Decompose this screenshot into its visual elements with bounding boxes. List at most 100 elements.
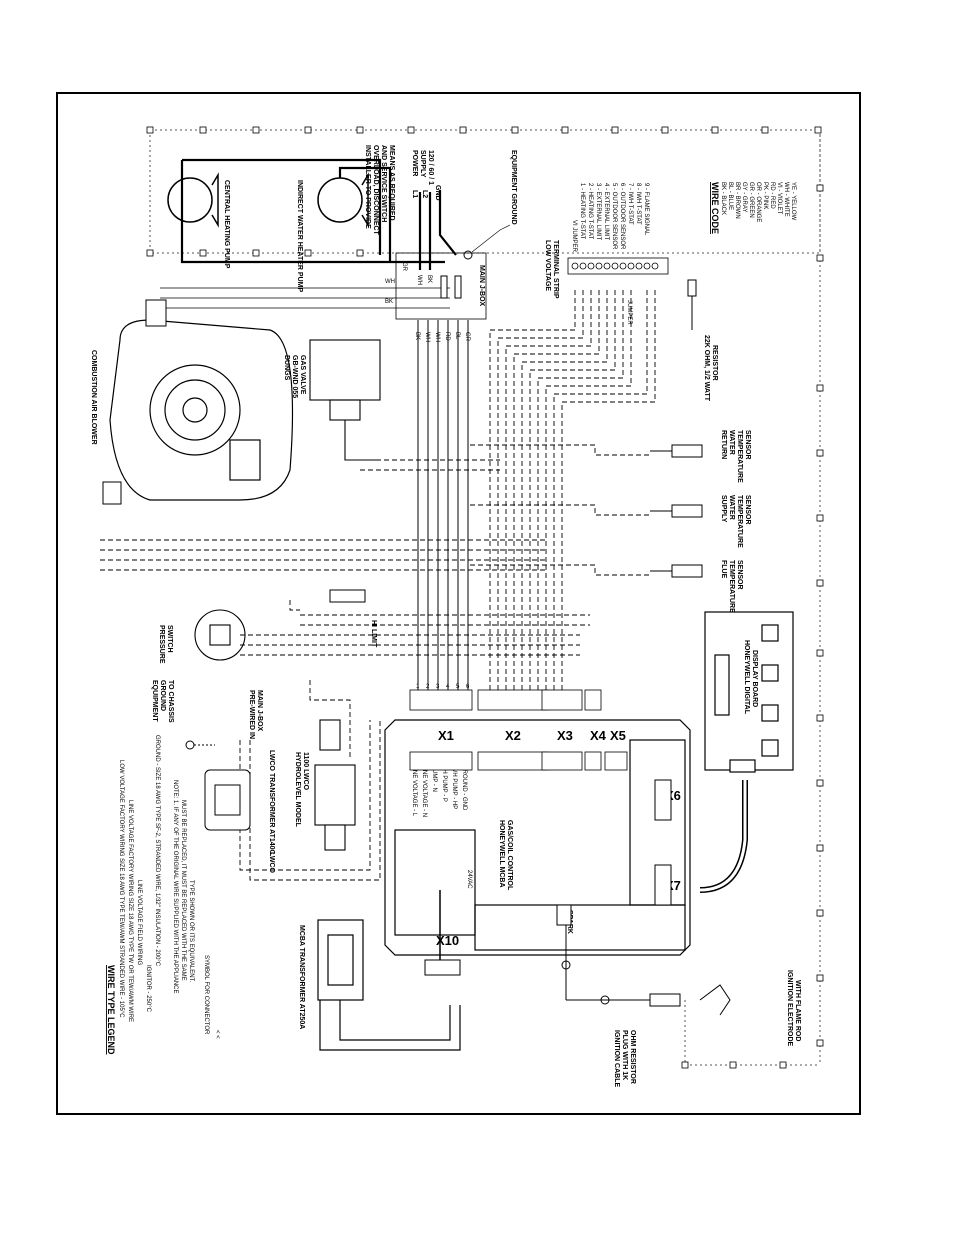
ignition-circuit <box>561 925 731 1016</box>
svg-text:TO CHASSIS: TO CHASSIS <box>167 680 174 723</box>
mcba-control-board <box>384 719 691 956</box>
svg-text:TYPE SHOWN OR ITS EQUIVALENT.: TYPE SHOWN OR ITS EQUIVALENT. <box>188 880 194 983</box>
x1-pin-numbers: 1 2 3 4 5 6 <box>416 684 470 690</box>
svg-text:BL: BL <box>454 332 460 340</box>
svg-text:4: 4 <box>446 684 450 690</box>
svg-text:WIRE TYPE LEGEND: WIRE TYPE LEGEND <box>106 965 116 1055</box>
svg-text:GR - GREEN: GR - GREEN <box>748 182 754 218</box>
resistor: 22K OHM, 1/2 WATT RESISTOR <box>687 279 718 402</box>
svg-text:WATER: WATER <box>728 495 735 520</box>
central-heating-pump <box>167 172 219 228</box>
installer-note: INSTALLER TO PROVIDE OVERLOAD, DISCONNEC… <box>364 145 395 236</box>
svg-text:X2: X2 <box>505 728 521 743</box>
svg-text:LOW VOLTAGE: LOW VOLTAGE <box>544 240 551 291</box>
svg-text:OVERLOAD, DISCONNECT: OVERLOAD, DISCONNECT <box>372 145 379 236</box>
wire-type-legend: WIRE TYPE LEGEND LOW VOLTAGE FACTORY WIR… <box>106 735 220 1055</box>
svg-text:GROUND: GROUND <box>159 680 166 711</box>
svg-text:RD: RD <box>444 332 450 341</box>
svg-text:8 - IWH T-STAT: 8 - IWH T-STAT <box>635 183 641 225</box>
svg-text:GAS/COIL CONTROL: GAS/COIL CONTROL <box>506 820 513 891</box>
x1-pin-labels: LINE VOLTAGE - L LINE VOLTAGE - N PUMP -… <box>411 765 467 817</box>
svg-text:X3: X3 <box>557 728 573 743</box>
svg-text:EQUIPMENT: EQUIPMENT <box>151 680 158 722</box>
svg-text:MEANS AS REQUIRED: MEANS AS REQUIRED <box>388 145 395 221</box>
power-supply-label: POWER SUPPLY 120 / 60 / 1 <box>411 150 434 185</box>
wire-label-gr: GR <box>401 262 407 272</box>
gas-valve <box>309 339 381 461</box>
svg-text:GB-WND 055: GB-WND 055 <box>291 355 298 398</box>
pressure-switch <box>194 609 246 661</box>
supply-water-sensor: SUPPLY WATER TEMPERATURE SENSOR <box>650 495 751 548</box>
wire-label-wh-2: WH <box>416 275 422 285</box>
svg-text:SYMBOL FOR CONNECTOR: SYMBOL FOR CONNECTOR <box>203 955 209 1035</box>
spark-terminal <box>556 904 572 926</box>
x6-x7-sockets <box>654 779 672 906</box>
svg-text:NOTE: 1. IF ANY OF THE ORIGINA: NOTE: 1. IF ANY OF THE ORIGINAL WIRE SUP… <box>172 780 178 994</box>
mcba-transformer <box>317 919 461 1051</box>
honeywell-display-board <box>704 611 794 773</box>
blower-label: COMBUSTION AIR BLOWER <box>90 350 97 445</box>
ignition-cable-label: IGNITION CABLE PLUG WITH 1K OHM RESISTOR <box>613 1030 636 1087</box>
svg-text:DISPLAY BOARD: DISPLAY BOARD <box>751 650 758 707</box>
svg-text:9 - FLAME SIGNAL: 9 - FLAME SIGNAL <box>643 183 649 236</box>
indirect-water-heater-pump <box>317 172 369 228</box>
svg-text:TEMPERATURE: TEMPERATURE <box>736 495 743 548</box>
svg-text:WH - WHITE: WH - WHITE <box>783 182 789 217</box>
svg-text:RESISTOR: RESISTOR <box>711 345 718 381</box>
svg-text:MAIN J-BOX: MAIN J-BOX <box>256 690 263 732</box>
svg-text:PRE-WIRED IN: PRE-WIRED IN <box>248 690 255 739</box>
low-voltage-wiring <box>100 290 656 881</box>
svg-text:WITH FLAME ROD: WITH FLAME ROD <box>794 980 801 1041</box>
svg-text:OHM RESISTOR: OHM RESISTOR <box>629 1030 636 1084</box>
svg-text:GROUND - SIZE 18 AWG TYPE SF-2: GROUND - SIZE 18 AWG TYPE SF-2, STRANDED… <box>154 735 160 967</box>
mcba-transformer-label: MCBA TRANSFORMER AT250A <box>298 925 305 1029</box>
svg-text:CH PUMP - P: CH PUMP - P <box>441 765 447 802</box>
svg-text:X5: X5 <box>610 728 626 743</box>
control-label: HONEYWELL MCBA GAS/COIL CONTROL <box>498 820 513 891</box>
svg-text:WH: WH <box>434 332 440 342</box>
svg-text:5 - OUTDOOR SENSOR: 5 - OUTDOOR SENSOR <box>611 183 617 250</box>
svg-text:DUNGS: DUNGS <box>283 355 290 381</box>
svg-text:AND SERVICE SWITCH: AND SERVICE SWITCH <box>380 145 387 222</box>
svg-text:7 - IWH T-STAT: 7 - IWH T-STAT <box>627 183 633 225</box>
svg-text:2: 2 <box>426 684 430 690</box>
svg-text:GY - GRAY: GY - GRAY <box>741 182 747 212</box>
blower-plug <box>102 299 167 505</box>
svg-text:BL - BLUE: BL - BLUE <box>727 182 733 210</box>
svg-text:LINE VOLTAGE - N: LINE VOLTAGE - N <box>421 765 427 817</box>
svg-text:BK - BLACK: BK - BLACK <box>720 182 726 215</box>
svg-text:< <: < < <box>214 1030 220 1039</box>
svg-text:HI LIMIT: HI LIMIT <box>370 620 377 648</box>
svg-text:INSTALLER TO PROVIDE: INSTALLER TO PROVIDE <box>364 145 371 229</box>
vac-label: 24VAC <box>466 870 472 889</box>
svg-text:120 / 60 / 1: 120 / 60 / 1 <box>427 150 434 185</box>
l1-label: L1 <box>411 190 418 198</box>
svg-text:HYDROLEVEL MODEL: HYDROLEVEL MODEL <box>294 752 301 828</box>
hydrolevel-lwco <box>314 719 356 851</box>
lwco-connector <box>204 769 251 831</box>
wire-label-bk-2: BK <box>426 275 432 283</box>
main-jbox <box>395 252 487 320</box>
low-voltage-terminal-strip <box>567 257 669 275</box>
svg-text:1: 1 <box>416 684 420 690</box>
equipment-ground-chassis: EQUIPMENT GROUND TO CHASSIS <box>151 680 215 750</box>
equipment-ground-label: EQUIPMENT GROUND <box>510 150 517 225</box>
svg-text:HONEYWELL MCBA: HONEYWELL MCBA <box>498 820 505 888</box>
svg-text:4 - EXTERNAL LIMIT: 4 - EXTERNAL LIMIT <box>603 183 609 240</box>
svg-text:3 - EXTERNAL LIMIT: 3 - EXTERNAL LIMIT <box>595 183 601 240</box>
x10-plug <box>424 959 461 976</box>
svg-text:X1: X1 <box>438 728 454 743</box>
ribbon-cable <box>699 780 748 893</box>
main-jbox-label: MAIN J-BOX <box>478 265 485 307</box>
l2-label: L2 <box>421 190 428 198</box>
display-label: HONEYWELL DIGITAL DISPLAY BOARD <box>743 640 758 715</box>
svg-text:3: 3 <box>436 684 440 690</box>
svg-text:BR - BROWN: BR - BROWN <box>734 182 740 219</box>
wire-label-bk: BK <box>385 299 393 305</box>
svg-text:SWITCH: SWITCH <box>166 625 173 653</box>
svg-text:TERMINAL STRIP: TERMINAL STRIP <box>552 240 559 299</box>
flue-temperature-sensor: FLUE TEMPERATURE SENSOR <box>650 560 743 613</box>
svg-text:MUST BE REPLACED, IT MUST BE R: MUST BE REPLACED, IT MUST BE REPLACED WI… <box>180 800 186 981</box>
svg-text:LINE VOLTAGE FIELD WIRING: LINE VOLTAGE FIELD WIRING <box>136 880 142 965</box>
